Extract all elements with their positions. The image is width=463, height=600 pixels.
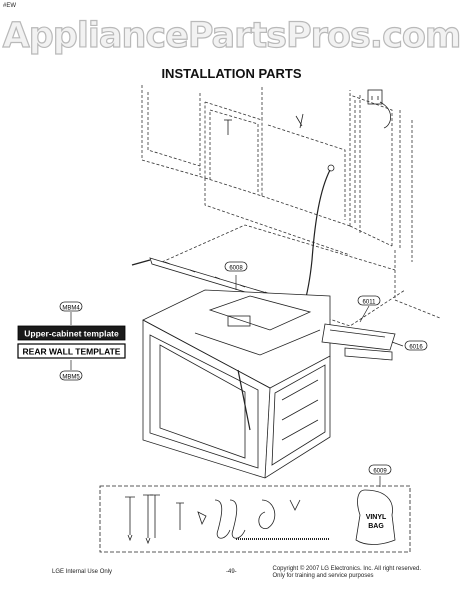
callout-6011 <box>357 295 381 306</box>
top-screws <box>224 113 304 135</box>
rear-wall-template-plate <box>17 343 126 359</box>
callout-6009 <box>368 464 392 475</box>
footer-copyright: Copyright © 2007 LG Electronics. Inc. Al… <box>272 566 422 572</box>
callout-mbm5 <box>59 370 83 381</box>
callout-mbm4-label: MBM4 <box>62 306 80 312</box>
callout-6008-label: 6008 <box>229 266 243 272</box>
hardware-kit <box>99 485 411 553</box>
rear-wall-template-label: REAR WALL TEMPLATE <box>23 347 121 357</box>
footer-note: Only for training and service purposes <box>272 573 374 579</box>
callout-6009-label: 6009 <box>373 469 387 475</box>
callout-mbm4 <box>59 301 83 312</box>
wall-outlet <box>367 89 392 129</box>
footer-internal-use: LGE Internal Use Only <box>52 569 113 575</box>
callout-6011-label: 6011 <box>363 300 377 306</box>
microwave <box>142 289 331 479</box>
watermark: AppliancePartsPros.com <box>2 15 462 56</box>
vinyl-bag-label-1: VINYL <box>366 514 387 521</box>
filter-cover <box>321 323 396 361</box>
callout-mbm5-label: MBM5 <box>62 375 80 381</box>
callout-6016-label: 6016 <box>409 345 423 351</box>
callout-6016 <box>404 340 428 351</box>
vinyl-bag-label-2: BAG <box>368 523 384 530</box>
corner-code: #EW <box>3 3 17 9</box>
upper-cabinet-template-plate <box>17 325 126 341</box>
footer-page-number: -49- <box>226 569 237 575</box>
page-title: INSTALLATION PARTS <box>161 66 302 81</box>
footer-copyright-block: Copyright © 2007 LG Electronics. Inc. Al… <box>273 566 422 580</box>
callout-6008 <box>224 261 248 272</box>
upper-cabinet-template-label: Upper-cabinet template <box>24 329 119 339</box>
upper-cabinets <box>141 85 441 327</box>
